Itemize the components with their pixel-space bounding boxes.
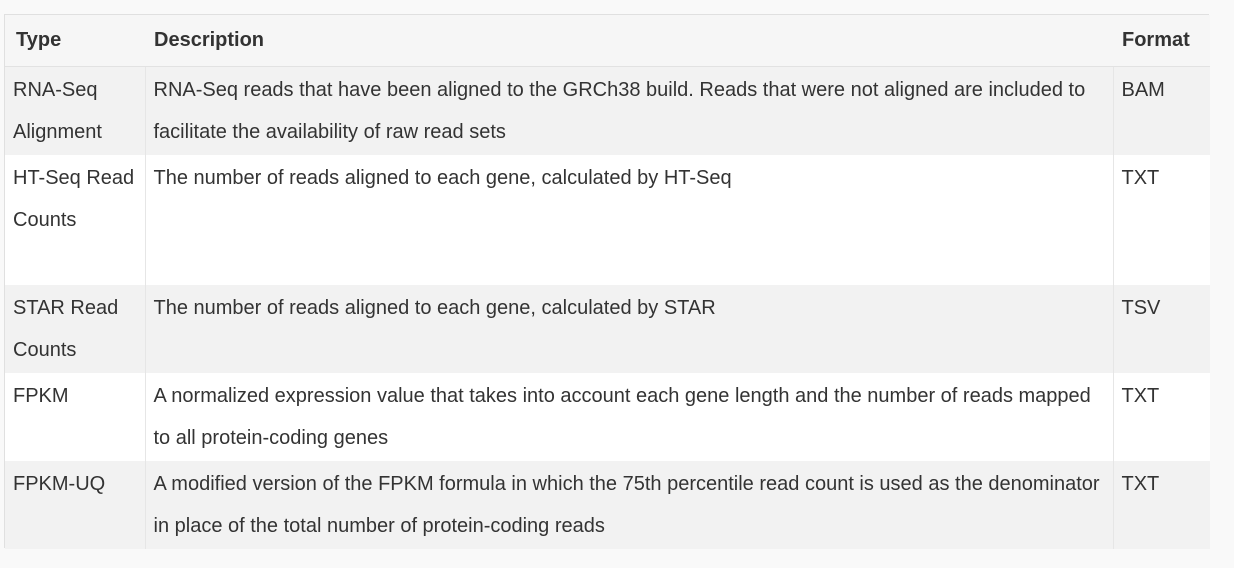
cell-description: A normalized expression value that takes… [145, 372, 1114, 461]
table-row: STAR Read Counts The number of reads ali… [5, 284, 1210, 373]
cell-format: TXT [1113, 154, 1210, 285]
table-header: Type Description Format [5, 15, 1210, 67]
data-types-table-container: Type Description Format RNA-Seq Alignmen… [4, 14, 1210, 549]
cell-type: RNA-Seq Alignment [5, 66, 146, 155]
table-body: RNA-Seq Alignment RNA-Seq reads that hav… [5, 66, 1210, 549]
table-row: FPKM A normalized expression value that … [5, 372, 1210, 461]
cell-format: TSV [1113, 284, 1210, 373]
header-format: Format [1113, 15, 1210, 67]
cell-type: HT-Seq Read Counts [5, 154, 146, 285]
cell-type: FPKM [5, 372, 146, 461]
table-row: HT-Seq Read Counts The number of reads a… [5, 154, 1210, 285]
cell-type: STAR Read Counts [5, 284, 146, 373]
cell-type: FPKM-UQ [5, 460, 146, 549]
cell-description: The number of reads aligned to each gene… [145, 284, 1114, 373]
table-row: RNA-Seq Alignment RNA-Seq reads that hav… [5, 66, 1210, 155]
cell-format: TXT [1113, 372, 1210, 461]
cell-format: BAM [1113, 66, 1210, 155]
cell-description: A modified version of the FPKM formula i… [145, 460, 1114, 549]
data-types-table: Type Description Format RNA-Seq Alignmen… [5, 15, 1210, 549]
table-row: FPKM-UQ A modified version of the FPKM f… [5, 460, 1210, 549]
cell-description: RNA-Seq reads that have been aligned to … [145, 66, 1114, 155]
cell-description: The number of reads aligned to each gene… [145, 154, 1114, 285]
cell-format: TXT [1113, 460, 1210, 549]
header-row: Type Description Format [5, 15, 1210, 67]
header-description: Description [145, 15, 1113, 67]
header-type: Type [5, 15, 145, 67]
